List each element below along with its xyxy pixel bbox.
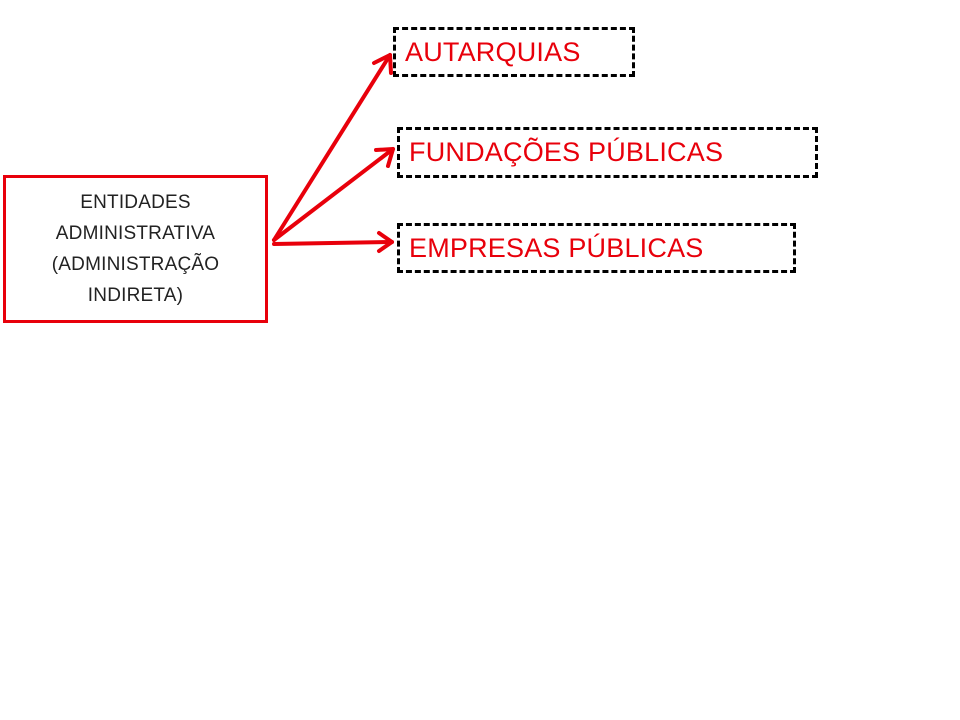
- target-box-autarquias: AUTARQUIAS: [393, 27, 635, 77]
- arrow-to-autarquias: [272, 53, 393, 242]
- source-line-1: ENTIDADES: [80, 192, 191, 213]
- source-entity-label: ENTIDADES ADMINISTRATIVA (ADMINISTRAÇÃO …: [52, 187, 219, 311]
- target-box-fundacoes-publicas: FUNDAÇÕES PÚBLICAS: [397, 127, 818, 178]
- source-line-3: (ADMINISTRAÇÃO: [51, 254, 220, 275]
- target-box-empresas-publicas: EMPRESAS PÚBLICAS: [397, 223, 796, 273]
- target-label-empresas-publicas: EMPRESAS PÚBLICAS: [409, 232, 704, 263]
- arrow-to-fundacoes: [272, 147, 395, 242]
- target-label-fundacoes-publicas: FUNDAÇÕES PÚBLICAS: [409, 137, 724, 167]
- source-line-4: INDIRETA): [87, 285, 184, 306]
- source-line-2: ADMINISTRATIVA: [55, 223, 216, 244]
- source-entity-box: ENTIDADES ADMINISTRATIVA (ADMINISTRAÇÃO …: [3, 175, 268, 323]
- arrow-to-empresas: [272, 231, 394, 253]
- target-label-autarquias: AUTARQUIAS: [405, 36, 581, 67]
